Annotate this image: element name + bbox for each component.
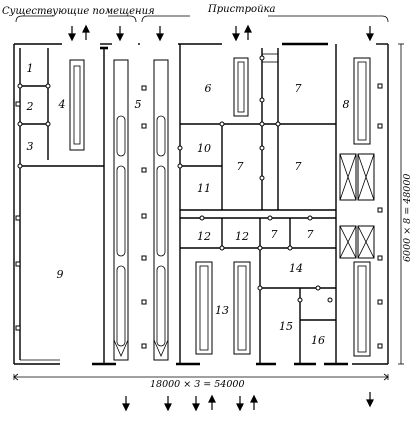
arrow-up-icon bbox=[244, 24, 252, 40]
room-5: 5 bbox=[135, 98, 142, 111]
room-14: 14 bbox=[289, 262, 303, 275]
width-dimension: 18000 × 3 = 54000 bbox=[150, 379, 245, 390]
room-12-b: 12 bbox=[235, 230, 249, 243]
room-1: 1 bbox=[27, 62, 34, 75]
room-8: 8 bbox=[343, 98, 350, 111]
room-7-b: 7 bbox=[237, 160, 244, 173]
header-extension: Пристройка bbox=[207, 4, 275, 15]
machine-block bbox=[353, 261, 371, 357]
room-4: 4 bbox=[58, 98, 66, 111]
machine-block bbox=[233, 261, 251, 355]
existing-rooms bbox=[15, 46, 116, 366]
room-13: 13 bbox=[215, 304, 229, 317]
arrow-down-icon bbox=[366, 392, 374, 408]
room-15: 15 bbox=[279, 320, 293, 333]
room-3: 3 bbox=[27, 140, 34, 153]
machine-block bbox=[353, 57, 371, 145]
room-9: 9 bbox=[57, 268, 64, 281]
room-7-e: 7 bbox=[307, 228, 314, 241]
extension-machines bbox=[195, 57, 383, 357]
extension-rooms bbox=[176, 44, 348, 366]
arrow-up-icon bbox=[82, 24, 90, 40]
machine-block bbox=[195, 261, 213, 355]
bottom-arrows bbox=[122, 392, 374, 412]
top-arrows bbox=[68, 24, 374, 42]
outer-walls bbox=[13, 42, 389, 365]
room-6: 6 bbox=[205, 82, 212, 95]
existing-machines bbox=[69, 59, 169, 361]
arrow-down-icon bbox=[122, 396, 130, 412]
height-dimension: 6000 × 8 = 48000 bbox=[402, 174, 413, 262]
section-headers: Существующие помещения Пристройка bbox=[2, 4, 389, 23]
header-existing: Существующие помещения bbox=[2, 6, 155, 17]
arrow-down-icon bbox=[164, 396, 172, 412]
arrow-down-icon bbox=[116, 26, 124, 42]
room-16: 16 bbox=[311, 334, 325, 347]
room-10: 10 bbox=[197, 142, 211, 155]
machine-line bbox=[113, 59, 129, 361]
arrow-up-icon bbox=[250, 394, 258, 410]
machine-block bbox=[233, 57, 249, 117]
arrow-down-icon bbox=[236, 396, 244, 412]
arrow-down-icon bbox=[366, 26, 374, 42]
room-11: 11 bbox=[197, 182, 211, 195]
arrow-down-icon bbox=[156, 26, 164, 42]
dimension-lines: 18000 × 3 = 54000 6000 × 8 = 48000 bbox=[13, 43, 413, 390]
machine-line bbox=[153, 59, 169, 361]
arrow-up-icon bbox=[208, 394, 216, 410]
arrow-down-icon bbox=[68, 26, 76, 42]
room-7-c: 7 bbox=[295, 160, 302, 173]
room-2: 2 bbox=[26, 100, 34, 113]
room-12-a: 12 bbox=[197, 230, 211, 243]
room-7-a: 7 bbox=[295, 82, 302, 95]
room-7-d: 7 bbox=[271, 228, 278, 241]
room-labels: 1 2 3 4 5 6 7 7 7 7 7 8 9 10 11 12 12 13… bbox=[26, 62, 350, 347]
arrow-down-icon bbox=[192, 396, 200, 412]
machine-block bbox=[69, 59, 85, 151]
arrow-down-icon bbox=[232, 26, 240, 42]
